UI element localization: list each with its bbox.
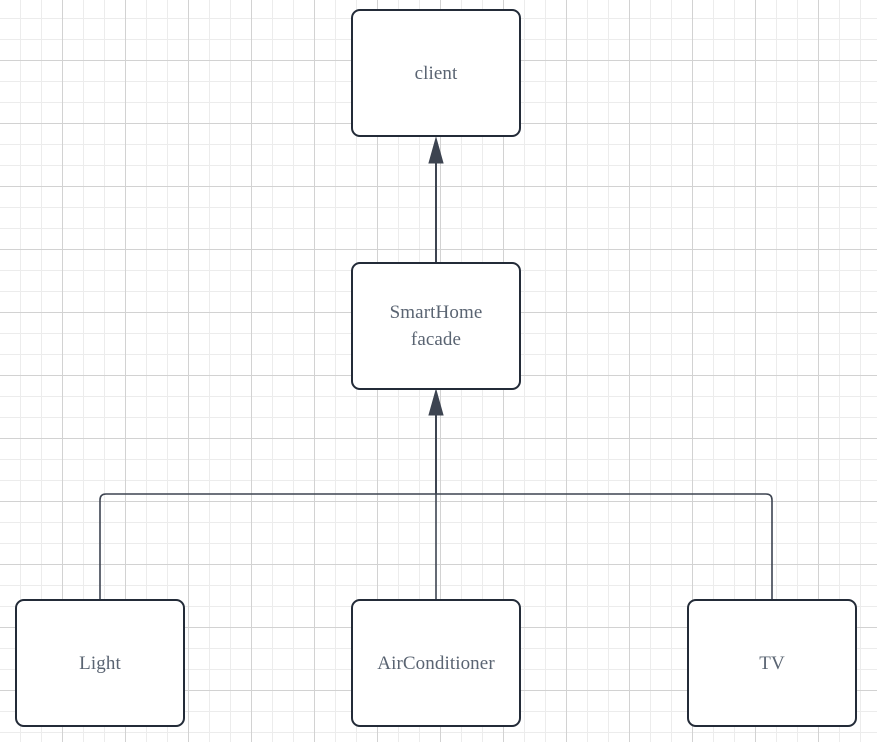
edge-tv-branch xyxy=(436,493,773,599)
node-tv[interactable]: TV xyxy=(687,599,857,727)
arrowhead-up-icon xyxy=(428,136,444,164)
arrowhead-up-icon xyxy=(428,388,444,416)
node-client[interactable]: client xyxy=(351,9,521,137)
node-smarthome-facade[interactable]: SmartHome facade xyxy=(351,262,521,390)
edge-facade-to-client xyxy=(428,136,444,262)
node-light[interactable]: Light xyxy=(15,599,185,727)
edge-light-branch xyxy=(99,493,436,599)
node-airconditioner[interactable]: AirConditioner xyxy=(351,599,521,727)
edge-subsystems-to-facade xyxy=(428,388,444,494)
